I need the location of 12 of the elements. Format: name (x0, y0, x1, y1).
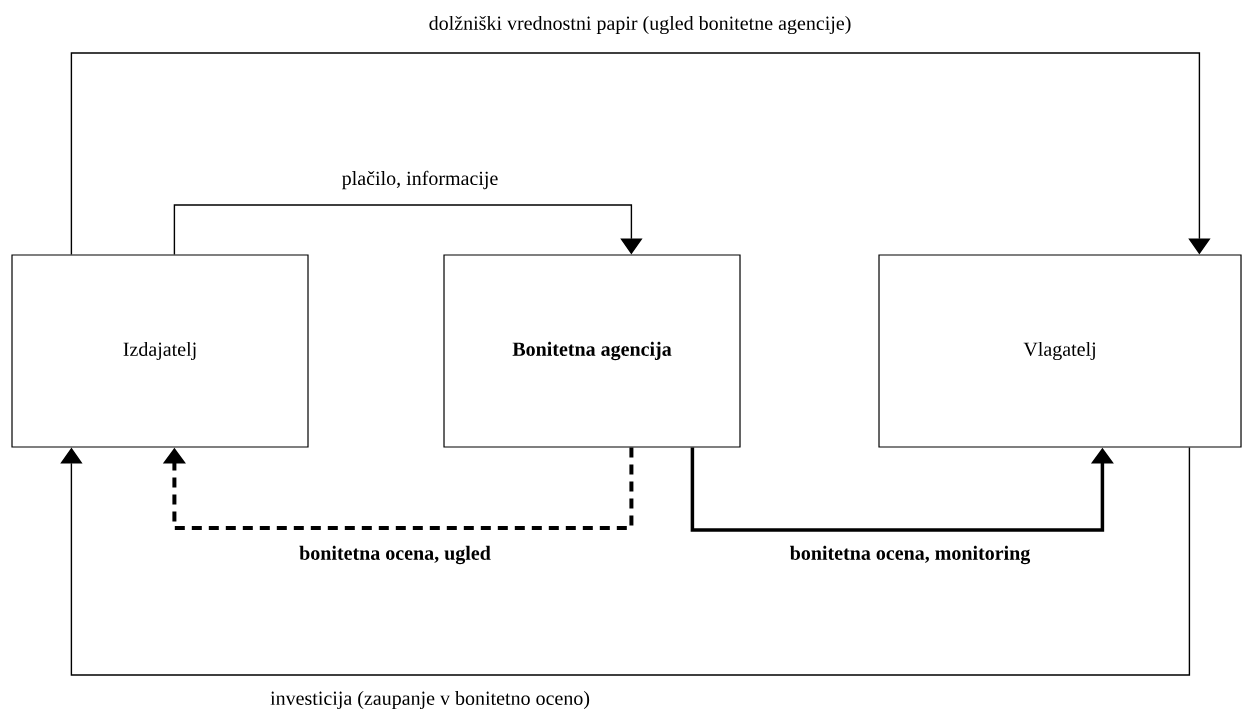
edge-label: bonitetna ocena, ugled (299, 545, 491, 565)
arrow (60, 446, 1191, 676)
box: Izdajatelj (11, 254, 309, 448)
arrow (173, 204, 643, 256)
edge-label: bonitetna ocena, monitoring (790, 545, 1031, 565)
edge-label: dolžniški vrednostni papir (ugled bonitetne agencije) (429, 15, 851, 35)
arrow (162, 447, 634, 530)
box: Bonitetna agencija (443, 254, 741, 448)
box: Vlagatelj (878, 254, 1242, 448)
edge-label: investicija (zaupanje v bonitetno oceno) (270, 690, 590, 710)
arrow (70, 52, 1211, 256)
edge-label: plačilo, informacije (342, 170, 498, 190)
